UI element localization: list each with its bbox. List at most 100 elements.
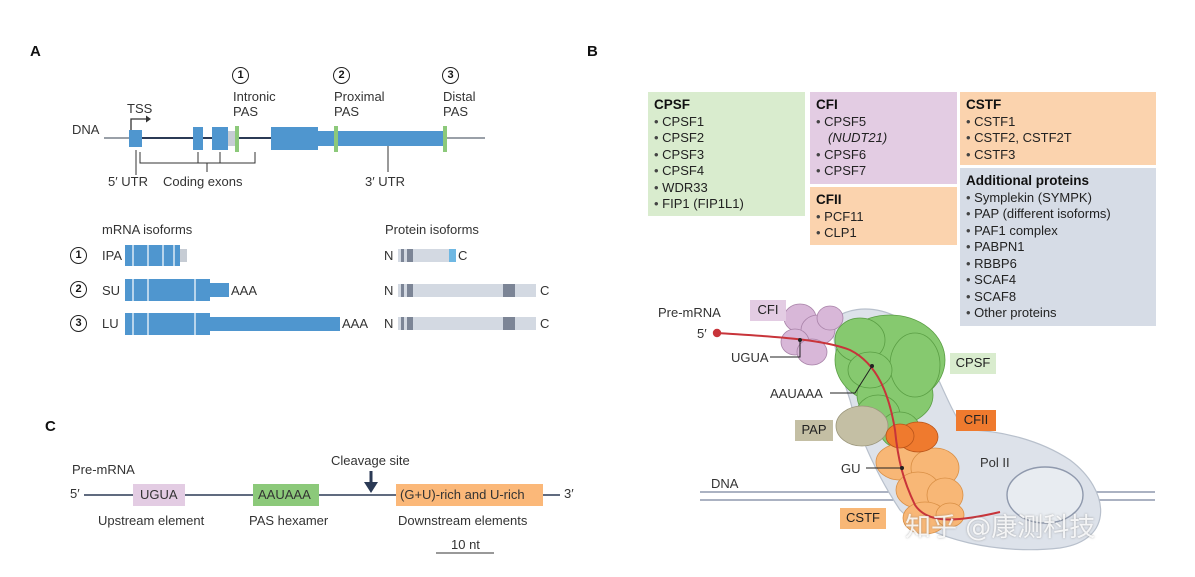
additional-item: SCAF4 xyxy=(966,272,1150,289)
protein-c-terminus: C xyxy=(540,283,550,298)
pap-tag: PAP xyxy=(795,420,833,441)
site-line2: PAS xyxy=(443,104,469,119)
cfi-tag: CFI xyxy=(750,300,786,321)
cstf-title: CSTF xyxy=(966,97,1002,112)
ugua-box xyxy=(133,484,185,506)
cleavage-site-label: Cleavage site xyxy=(331,453,410,468)
proximal-pas-mark xyxy=(334,126,338,152)
exon-4 xyxy=(271,127,318,150)
cpsf-item: CPSF3 xyxy=(654,147,799,164)
upstream-element-label: Upstream element xyxy=(98,513,205,528)
dna-label: DNA xyxy=(72,122,100,137)
three-prime-label-c: 3′ xyxy=(564,486,574,501)
utr3-exon xyxy=(318,131,446,146)
cstf-box: CSTF CSTF1 CSTF2, CSTF2T CSTF3 xyxy=(960,92,1156,165)
isoform-name: LU xyxy=(102,316,119,331)
aauaaa-label-b: AAUAAA xyxy=(770,386,823,401)
mrna-isoforms xyxy=(125,245,340,335)
lu-mrna xyxy=(125,313,210,335)
ugua-box-label: UGUA xyxy=(140,487,178,502)
site-intronic-label: Intronic PAS xyxy=(233,89,276,119)
isoform-number: 3 xyxy=(70,315,87,332)
cstf-item: CSTF1 xyxy=(966,114,1150,131)
isoform-name: IPA xyxy=(102,248,122,263)
cfii-tag: CFII xyxy=(956,410,996,431)
mrna-isoforms-header: mRNA isoforms xyxy=(102,222,193,237)
cfii-box: CFII PCF11 CLP1 xyxy=(810,187,957,245)
dna-label-b: DNA xyxy=(711,476,739,491)
protein-ipa xyxy=(398,249,456,262)
cfii-cluster xyxy=(885,421,939,453)
cstf-item: CSTF2, CSTF2T xyxy=(966,130,1150,147)
site-proximal-label: Proximal PAS xyxy=(334,89,385,119)
cfi-cluster xyxy=(780,303,844,366)
five-prime-label-b: 5′ xyxy=(697,326,707,341)
pre-mrna-label-b: Pre-mRNA xyxy=(658,305,721,320)
isoform-number-value: 2 xyxy=(70,281,87,298)
tss-label: TSS xyxy=(127,101,153,116)
protein-isoforms-header: Protein isoforms xyxy=(385,222,479,237)
distal-pas-mark xyxy=(443,126,447,152)
protein-n-terminus: N xyxy=(384,283,394,298)
cpsf-item: WDR33 xyxy=(654,180,799,197)
scale-bar-label: 10 nt xyxy=(451,537,480,552)
exon-2 xyxy=(193,127,203,150)
cfii-title: CFII xyxy=(816,192,842,207)
watermark: 知乎 @康测科技 xyxy=(905,513,1096,543)
cleavage-complex xyxy=(700,303,1155,551)
additional-item: RBBP6 xyxy=(966,256,1150,273)
site-distal-label: Distal PAS xyxy=(443,89,476,119)
pas-hexamer-label: PAS hexamer xyxy=(249,513,329,528)
additional-title: Additional proteins xyxy=(966,173,1089,188)
additional-item: Symplekin (SYMPK) xyxy=(966,190,1150,207)
site-line2: PAS xyxy=(233,104,259,119)
pre-mrna-label-c: Pre-mRNA xyxy=(72,462,135,477)
cpsf-box: CPSF CPSF1 CPSF2 CPSF3 CPSF4 WDR33 FIP1 … xyxy=(648,92,805,216)
cfii-item: PCF11 xyxy=(816,209,951,226)
tss-arrow xyxy=(130,118,146,130)
cfi-item: CPSF6 xyxy=(816,147,951,164)
protein-c-terminus: C xyxy=(458,248,468,263)
ugua-label-b: UGUA xyxy=(731,350,769,365)
pol-ii-label: Pol II xyxy=(980,455,1010,470)
additional-item: PAF1 complex xyxy=(966,223,1150,240)
su-mrna xyxy=(125,279,210,301)
panel-letter-a: A xyxy=(30,43,41,60)
cpsf-item: FIP1 (FIP1L1) xyxy=(654,196,799,213)
site-number: 3 xyxy=(442,67,459,84)
utr5-label: 5′ UTR xyxy=(108,174,148,189)
site-number: 2 xyxy=(333,67,350,84)
site-number: 1 xyxy=(232,67,249,84)
aauaaa-box-label: AAUAAA xyxy=(258,487,311,502)
site-line1: Proximal xyxy=(334,89,385,104)
site-line1: Intronic xyxy=(233,89,276,104)
intronic-segment xyxy=(228,131,236,146)
protein-lu xyxy=(398,317,536,330)
exon-5utr xyxy=(129,130,142,147)
additional-item: PABPN1 xyxy=(966,239,1150,256)
intronic-pas-mark xyxy=(235,126,239,152)
five-prime-cap xyxy=(712,328,722,338)
cstf-tag: CSTF xyxy=(840,508,886,529)
five-prime-label-c: 5′ xyxy=(70,486,80,501)
downstream-elements-label: Downstream elements xyxy=(398,513,528,528)
exon-3 xyxy=(212,127,228,150)
protein-c-terminus: C xyxy=(540,316,550,331)
gu-label-b: GU xyxy=(841,461,861,476)
cpsf-tag: CPSF xyxy=(950,353,996,374)
protein-su xyxy=(398,284,536,297)
cpsf-item: CPSF2 xyxy=(654,130,799,147)
cfi-title: CFI xyxy=(816,97,838,112)
cpsf-item: CPSF4 xyxy=(654,163,799,180)
isoform-number-value: 3 xyxy=(70,315,87,332)
isoform-tail: AAA xyxy=(231,283,258,298)
cfi-item-gene: (NUDT21) xyxy=(828,130,888,145)
utr3-label: 3′ UTR xyxy=(365,174,405,189)
additional-item: Other proteins xyxy=(966,305,1150,322)
ipa-mrna xyxy=(125,245,180,266)
panel-letter-b: B xyxy=(587,43,598,60)
protein-n-terminus: N xyxy=(384,248,394,263)
protein-isoforms xyxy=(398,249,536,330)
pre-mrna-elements xyxy=(84,471,560,554)
